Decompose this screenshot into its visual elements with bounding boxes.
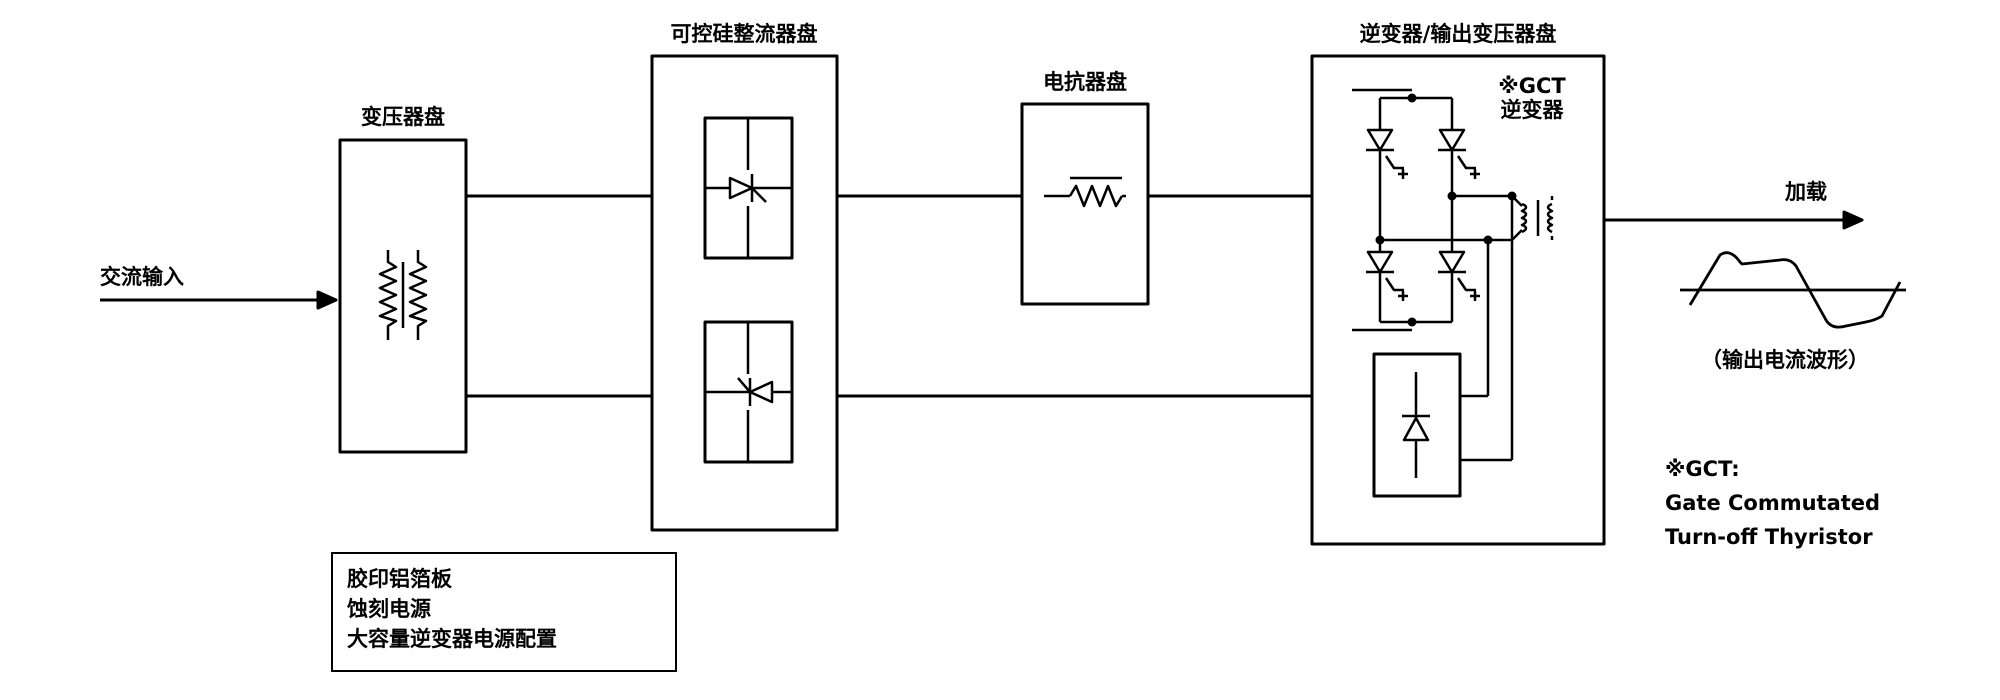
reactor-symbol-icon: [1044, 176, 1126, 208]
load-output-arrow: [1604, 210, 1864, 230]
ac-input-arrow: [100, 290, 338, 310]
gct-inverter-label-line2: 逆变器: [1500, 98, 1564, 122]
gct-legend-line1: Gate Commutated: [1665, 491, 1881, 515]
reactor-panel-label: 电抗器盘: [1043, 70, 1127, 94]
waveform-caption: （输出电流波形）: [1701, 348, 1869, 372]
output-current-waveform-icon: [1680, 251, 1906, 329]
gct-legend: ※GCT: Gate Commutated Turn-off Thyristor: [1665, 452, 1880, 554]
output-transformer-icon: [1520, 196, 1554, 240]
reactor-panel-box: [1020, 102, 1150, 306]
diode-rectifier-box: [1372, 352, 1462, 498]
note-line-3: 大容量逆变器电源配置: [347, 627, 557, 651]
junction-dots: [1375, 93, 1517, 327]
application-note-box: 胶印铝箔板 蚀刻电源 大容量逆变器电源配置: [331, 552, 677, 672]
note-line-1: 胶印铝箔板: [347, 567, 452, 591]
diode-icon: [1402, 196, 1514, 478]
gct-bridge-icon: [1352, 88, 1523, 332]
thyristor-upper-icon: [705, 118, 792, 258]
inverter-panel-label: 逆变器/输出变压器盘: [1359, 22, 1557, 46]
gct-inverter-label-line1: ※GCT: [1498, 74, 1566, 98]
thyristor-lower-icon: [705, 322, 792, 462]
transformer-symbol-icon: [378, 250, 428, 340]
gct-legend-title: ※GCT:: [1665, 457, 1740, 481]
load-label: 加载: [1785, 180, 1827, 204]
gct-legend-line2: Turn-off Thyristor: [1665, 525, 1873, 549]
rectifier-panel-box: [650, 54, 839, 532]
rectifier-panel-label: 可控硅整流器盘: [670, 22, 818, 46]
transformer-panel-box: [338, 138, 468, 454]
note-line-2: 蚀刻电源: [347, 597, 431, 621]
ac-input-label: 交流输入: [100, 265, 184, 289]
inverter-panel-box: [1310, 54, 1606, 546]
transformer-panel-label: 变压器盘: [361, 105, 445, 129]
